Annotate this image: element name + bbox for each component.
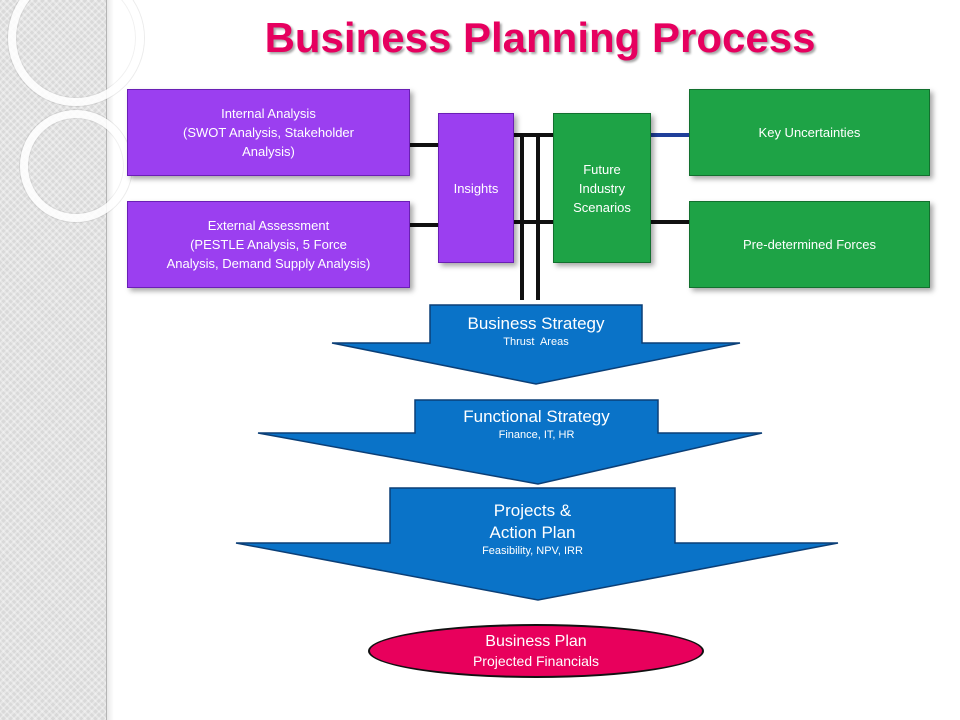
predetermined-forces-label: Pre-determined Forces <box>743 237 876 252</box>
projects-action-plan-title: Projects & Action Plan <box>489 501 576 542</box>
side-band-shadow <box>106 0 114 720</box>
external-assessment-label: External Assessment (PESTLE Analysis, 5 … <box>166 218 371 271</box>
decorative-ring-large <box>8 0 144 106</box>
future-industry-scenarios-label: Future Industry Scenarios <box>573 161 631 215</box>
insights-label: Insights <box>453 180 499 196</box>
functional-strategy-subtitle: Finance, IT, HR <box>498 429 575 441</box>
business-strategy-title: Business Strategy <box>467 314 605 333</box>
key-uncertainties-label: Key Uncertainties <box>758 125 861 140</box>
business-plan-title: Business Plan <box>485 633 587 650</box>
business-strategy-text: Business Strategy Thrust Areas <box>430 313 642 350</box>
functional-strategy-title: Functional Strategy <box>463 407 610 426</box>
insights-box: Insights <box>438 113 514 263</box>
business-plan-subtitle: Projected Financials <box>472 653 600 669</box>
projects-action-plan-arrow <box>235 487 839 601</box>
business-strategy-subtitle: Thrust Areas <box>503 336 569 348</box>
projects-action-plan-text: Projects & Action Plan Feasibility, NPV,… <box>390 500 675 559</box>
internal-analysis-box: Internal Analysis (SWOT Analysis, Stakeh… <box>127 89 410 176</box>
business-strategy-arrow <box>331 304 741 385</box>
future-industry-scenarios-box: Future Industry Scenarios <box>553 113 651 263</box>
predetermined-forces-box: Pre-determined Forces <box>689 201 930 288</box>
page-title: Business Planning Process <box>264 14 816 61</box>
business-plan-ellipse: Business Plan Projected Financials <box>368 624 704 678</box>
external-assessment-box: External Assessment (PESTLE Analysis, 5 … <box>127 201 410 288</box>
functional-strategy-arrow <box>257 399 763 485</box>
functional-strategy-text: Functional Strategy Finance, IT, HR <box>415 406 658 443</box>
internal-analysis-label: Internal Analysis (SWOT Analysis, Stakeh… <box>183 106 354 159</box>
projects-action-plan-subtitle: Feasibility, NPV, IRR <box>482 545 583 557</box>
key-uncertainties-box: Key Uncertainties <box>689 89 930 176</box>
